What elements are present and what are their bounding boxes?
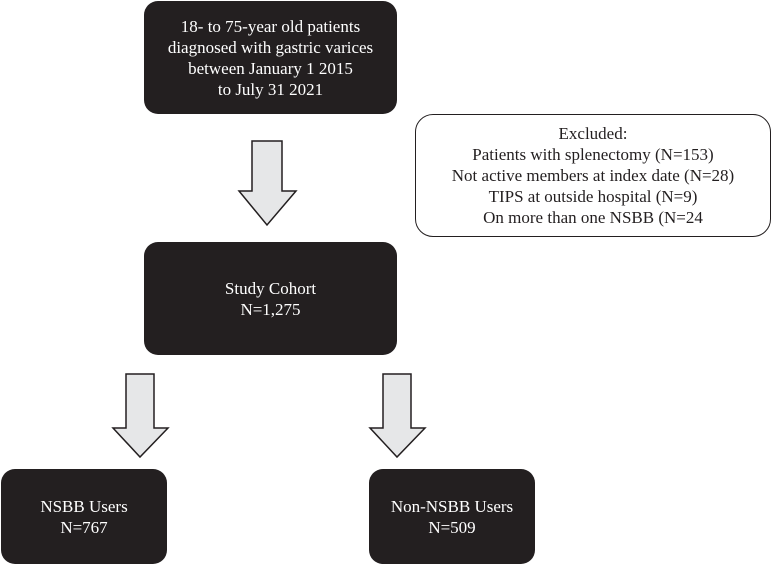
- nsbb-users-count: N=767: [60, 517, 108, 537]
- excluded-box: Excluded: Patients with splenectomy (N=1…: [415, 114, 771, 237]
- eligibility-line-3: between January 1 2015: [188, 58, 353, 78]
- non-nsbb-users-count: N=509: [428, 517, 476, 537]
- excluded-item-splenectomy: Patients with splenectomy (N=153): [472, 145, 714, 164]
- down-arrow-to-non-nsbb-users: [368, 373, 427, 459]
- nsbb-users-title: NSBB Users: [40, 496, 128, 516]
- eligibility-line-4: to July 31 2021: [217, 79, 324, 99]
- study-cohort-count: N=1,275: [240, 299, 301, 319]
- excluded-title: Excluded:: [558, 124, 628, 143]
- excluded-item-multiple-nsbb: On more than one NSBB (N=24: [483, 208, 703, 227]
- down-arrow-to-cohort: [237, 140, 298, 227]
- non-nsbb-users-box: Non-NSBB Users N=509: [369, 469, 535, 564]
- non-nsbb-users-title: Non-NSBB Users: [390, 496, 514, 516]
- excluded-item-inactive-members: Not active members at index date (N=28): [451, 166, 735, 185]
- down-arrow-to-nsbb-users: [111, 373, 170, 459]
- eligibility-line-2: diagnosed with gastric varices: [167, 37, 374, 57]
- excluded-item-tips: TIPS at outside hospital (N=9): [488, 187, 698, 206]
- eligibility-line-1: 18- to 75-year old patients: [180, 16, 361, 36]
- study-cohort-title: Study Cohort: [224, 278, 317, 298]
- eligibility-box: 18- to 75-year old patients diagnosed wi…: [144, 1, 397, 114]
- study-cohort-box: Study Cohort N=1,275: [144, 242, 397, 355]
- nsbb-users-box: NSBB Users N=767: [1, 469, 167, 564]
